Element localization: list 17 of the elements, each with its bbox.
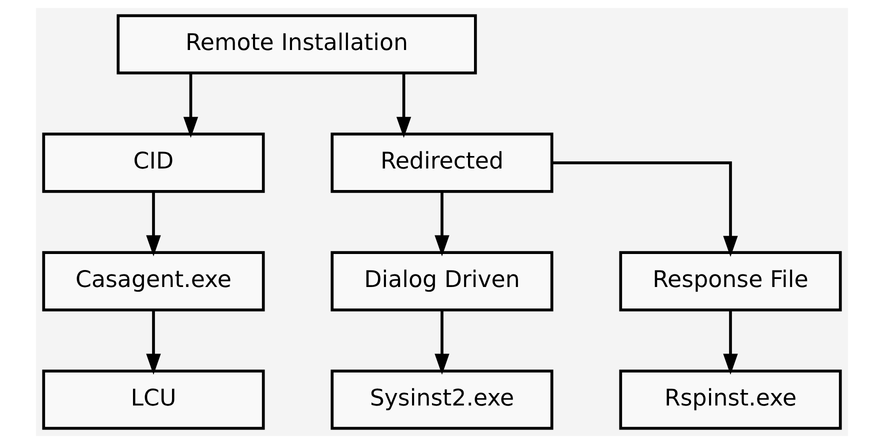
arrow [723,310,738,375]
node-box: Casagent.exe [42,251,265,312]
arrow [146,310,161,375]
arrow [146,191,161,256]
arrow [434,191,450,256]
node-box: Dialog Driven [330,251,554,312]
arrow [552,161,738,257]
node-box: Response File [619,251,842,312]
node-box: CID [42,132,265,193]
node-box: Rspinst.exe [619,370,842,430]
node-box: LCU [42,370,265,430]
node-box: Sysinst2.exe [330,370,554,430]
arrow [434,310,450,375]
node-box: Remote Installation [116,14,477,74]
arrow [183,73,198,138]
node-box: Redirected [330,132,554,193]
arrow [396,73,412,138]
